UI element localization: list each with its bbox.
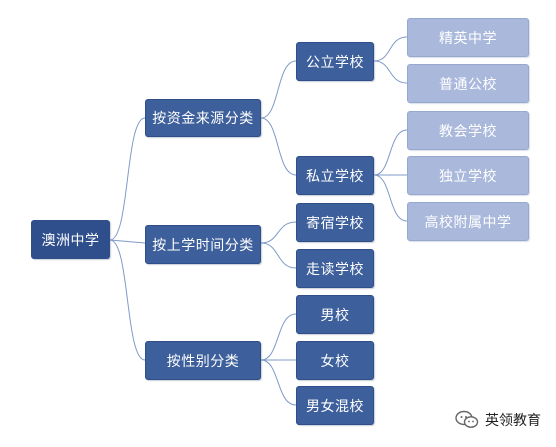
category-node-attendance: 按上学时间分类 [145, 225, 261, 264]
connector-public-selective [373, 36, 408, 62]
connector-public-general [373, 60, 408, 84]
subtype-node-label: 高校附属中学 [424, 214, 512, 231]
connector-gender-coed [260, 359, 297, 406]
connector-root-gender [109, 239, 146, 361]
category-node-funding: 按资金来源分类 [145, 99, 261, 137]
type-node-label: 私立学校 [306, 168, 364, 185]
subtype-node-label: 独立学校 [439, 168, 497, 185]
subtype-node-label: 教会学校 [439, 123, 497, 140]
type-node-label: 女校 [320, 353, 350, 370]
type-node-coed: 男女混校 [296, 386, 374, 425]
subtype-node-label: 精英中学 [439, 30, 497, 47]
connector-root-attendance [109, 239, 146, 244]
subtype-node-label: 普通公校 [439, 76, 497, 93]
subtype-node-university: 高校附属中学 [407, 202, 529, 241]
connector-attendance-day [260, 242, 297, 269]
subtype-node-general: 普通公校 [407, 64, 529, 103]
connector-funding-private [260, 117, 297, 176]
root-node-label: 澳洲中学 [41, 232, 100, 249]
connector-private-church [373, 129, 408, 176]
type-node-girls: 女校 [296, 341, 374, 380]
watermark-text: 英领教育 [485, 413, 541, 429]
category-node-label: 按性别分类 [166, 353, 240, 370]
type-node-label: 走读学校 [306, 261, 364, 278]
category-node-label: 按资金来源分类 [152, 111, 254, 127]
watermark: 英领教育 [455, 410, 541, 430]
connector-attendance-boarding [260, 221, 297, 244]
type-node-boys: 男校 [296, 295, 374, 334]
type-node-boarding: 寄宿学校 [296, 203, 374, 242]
connector-gender-boys [260, 313, 297, 361]
subtype-node-church: 教会学校 [407, 111, 529, 150]
type-node-label: 公立学校 [306, 54, 364, 71]
type-node-label: 男校 [320, 307, 350, 324]
subtype-node-independent: 独立学校 [407, 156, 529, 195]
connector-root-funding [109, 117, 146, 241]
type-node-label: 男女混校 [306, 398, 364, 415]
subtype-node-selective: 精英中学 [407, 18, 529, 57]
wechat-icon [455, 410, 479, 430]
root-node: 澳洲中学 [31, 220, 110, 259]
type-node-private: 私立学校 [296, 156, 374, 195]
type-node-label: 寄宿学校 [306, 215, 364, 232]
category-node-label: 按上学时间分类 [152, 237, 254, 254]
type-node-day: 走读学校 [296, 249, 374, 288]
connector-private-university [373, 174, 408, 222]
connector-funding-public [260, 60, 297, 119]
type-node-public: 公立学校 [296, 42, 374, 81]
category-node-gender: 按性别分类 [145, 341, 261, 380]
